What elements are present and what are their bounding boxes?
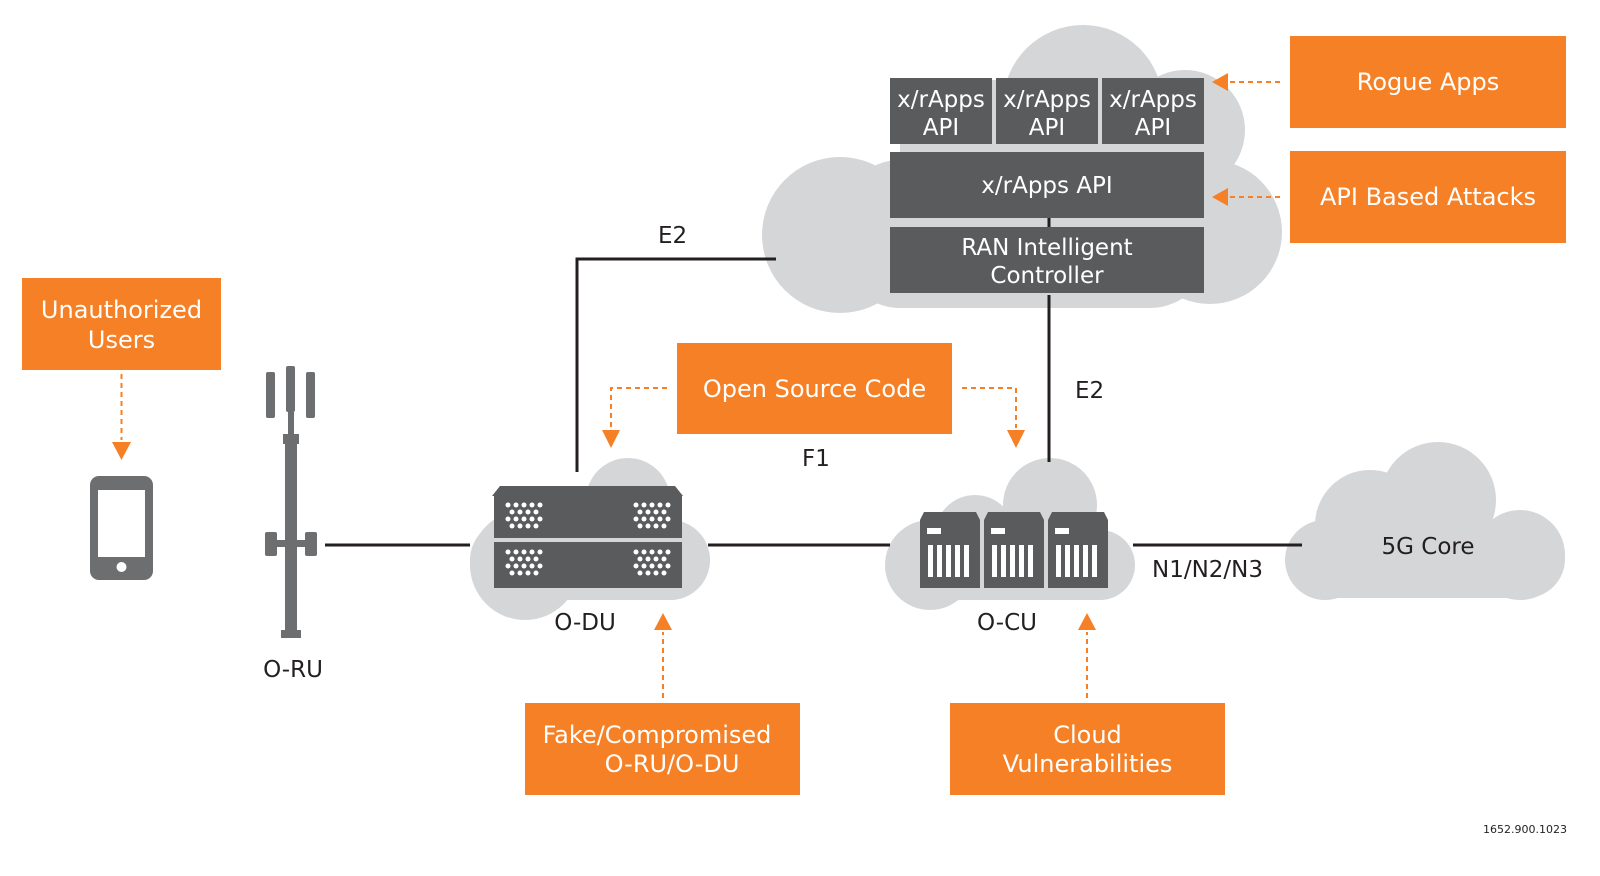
- api-attacks-arrowhead: [1212, 188, 1228, 206]
- odu-server-icon: [492, 486, 683, 588]
- ocu-label: O-CU: [977, 610, 1037, 636]
- threat-fake-compromised: Fake/Compromised O-RU/O-DU: [525, 703, 800, 795]
- ocu-server-1: [920, 512, 980, 588]
- odu-cloud: [470, 458, 710, 620]
- ric-stack: x/rApps API x/rApps API x/rApps API x/rA…: [890, 78, 1204, 293]
- xrapp-block-1: [890, 78, 992, 144]
- xrapp-3-line2: API: [1135, 115, 1171, 141]
- oru-label: O-RU: [263, 657, 323, 683]
- fake-line2: O-RU/O-DU: [605, 750, 740, 778]
- figure-id: 1652.900.1023: [1483, 823, 1567, 836]
- cloud-vuln-line1: Cloud: [1053, 721, 1122, 749]
- xrapp-1-line2: API: [923, 115, 959, 141]
- cloud-vuln-line2: Vulnerabilities: [1003, 750, 1173, 778]
- open-source-right-arrowhead: [1007, 430, 1025, 448]
- unauthorized-line1: Unauthorized: [41, 296, 202, 324]
- threat-cloud-vulnerabilities: Cloud Vulnerabilities: [950, 703, 1225, 795]
- threat-arrows: [120, 81, 1280, 698]
- xrapp-2-line2: API: [1029, 115, 1065, 141]
- threat-api-attacks: API Based Attacks: [1290, 151, 1566, 243]
- odu-vent-top-right: [633, 502, 671, 529]
- open-source-left-arrowhead: [602, 430, 620, 448]
- threat-rogue-apps: Rogue Apps: [1290, 36, 1566, 128]
- xrapp-block-3: [1102, 78, 1204, 144]
- fake-arrowhead: [654, 613, 672, 630]
- unauthorized-line2: Users: [88, 326, 155, 354]
- ocu-server-2: [984, 512, 1044, 588]
- odu-label: O-DU: [554, 610, 616, 636]
- open-source-label: Open Source Code: [703, 375, 926, 403]
- connection-lines: [325, 257, 1302, 547]
- e2-left-link: [575, 257, 776, 472]
- xrapp-3-line1: x/rApps: [1109, 87, 1197, 113]
- f1-label: F1: [802, 446, 830, 472]
- oru-tower-icon: [265, 366, 317, 638]
- cloud-vuln-arrowhead: [1078, 613, 1096, 630]
- odu-vent-bottom-right: [633, 549, 671, 576]
- e2-left-label: E2: [658, 223, 687, 249]
- n-interfaces-label: N1/N2/N3: [1152, 557, 1263, 583]
- fake-line1: Fake/Compromised: [543, 721, 772, 749]
- open-source-left-arrow-line: [610, 387, 667, 428]
- threat-open-source-code: Open Source Code: [677, 343, 952, 434]
- ocu-servers-icon: [920, 512, 1108, 588]
- ocu-server-3: [1048, 512, 1108, 588]
- xrapps-api-bar: [890, 152, 1204, 218]
- rogue-apps-arrowhead: [1212, 73, 1228, 91]
- api-attacks-label: API Based Attacks: [1320, 183, 1536, 211]
- unauthorized-arrowhead: [112, 442, 131, 460]
- ric-controller-line1: RAN Intelligent: [961, 235, 1132, 261]
- open-source-right-arrow-line: [962, 387, 1017, 428]
- threat-unauthorized-users: Unauthorized Users: [22, 278, 221, 370]
- xrapp-1-line1: x/rApps: [897, 87, 985, 113]
- ric-controller-line2: Controller: [990, 263, 1104, 289]
- odu-vent-top-left: [505, 502, 543, 529]
- threat-arrowheads: [112, 73, 1228, 630]
- odu-vent-bottom-left: [505, 549, 543, 576]
- e2-right-label: E2: [1075, 378, 1104, 404]
- xrapp-2-line1: x/rApps: [1003, 87, 1091, 113]
- rogue-apps-label: Rogue Apps: [1357, 68, 1500, 96]
- smartphone-icon: [90, 476, 153, 580]
- xrapp-block-2: [996, 78, 1098, 144]
- ric-controller-block: [890, 227, 1204, 293]
- core-label: 5G Core: [1382, 534, 1475, 560]
- xrapps-api-label: x/rApps API: [981, 173, 1112, 199]
- core-cloud: [1285, 442, 1565, 600]
